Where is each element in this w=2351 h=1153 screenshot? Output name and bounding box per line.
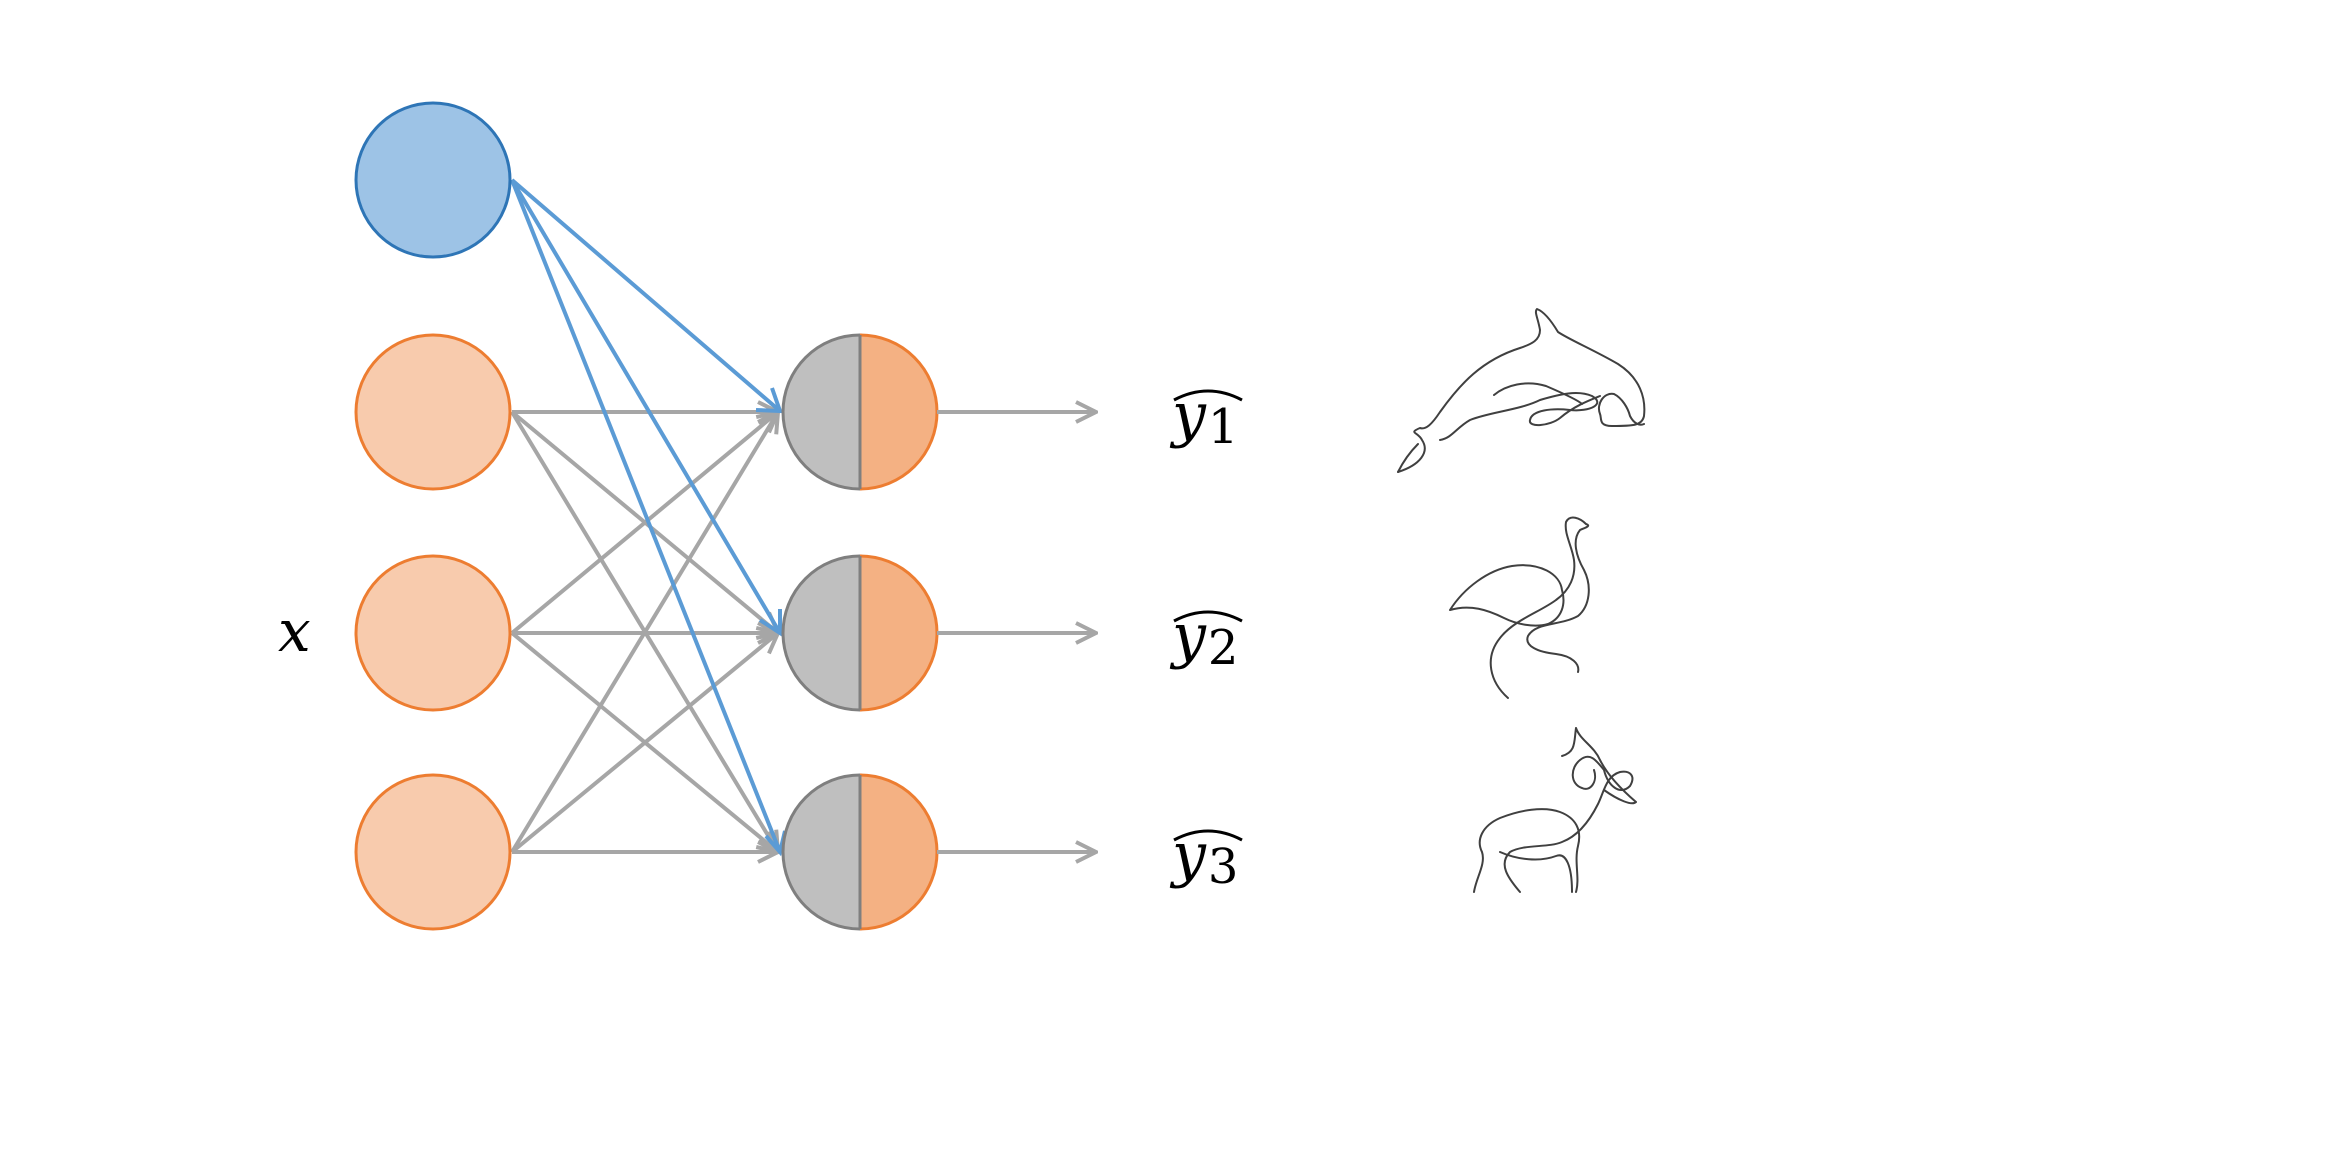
output-label-3: y3 [1169,820,1243,895]
input-node-2 [354,554,512,712]
output-node-3 [781,773,939,931]
hat-2 [1173,610,1243,623]
output-label-2: y2 [1169,601,1243,676]
bird-icon [1449,516,1590,699]
svg-text:y1: y1 [1169,380,1238,455]
edge-bias-out3 [510,179,782,853]
input-label: x [278,597,311,665]
edge-in3-out2 [510,633,778,854]
bias-connections [510,178,787,857]
output-symbol-1: y [1169,380,1207,450]
hat-3 [1173,829,1243,842]
output-layer [781,333,939,931]
input-node-1 [354,333,512,491]
bias-node [354,101,512,259]
output-subscript-2: 2 [1208,620,1239,676]
svg-text:y3: y3 [1169,820,1238,895]
output-subscript-3: 3 [1208,839,1239,895]
output-node-1 [781,333,939,491]
deer-icon [1473,727,1637,893]
edge-bias-out2-head [758,609,782,637]
edge-in3-out1 [510,412,778,854]
edge-bias-out2 [510,178,782,635]
edge-bias-out1 [510,178,782,413]
svg-text:y2: y2 [1169,601,1238,676]
edge-in2-out1 [510,412,778,635]
hat-1 [1173,389,1243,402]
output-node-2 [781,554,939,712]
input-to-output-connections [510,412,778,854]
orca-icon [1397,308,1646,473]
output-label-1: y1 [1169,380,1243,455]
input-node-3 [354,773,512,931]
edge-bias-out1-head [755,387,783,414]
output-arrows [937,412,1096,852]
output-subscript-1: 1 [1208,399,1239,455]
output-symbol-2: y [1169,601,1207,671]
input-layer [354,333,512,931]
output-symbol-3: y [1169,820,1207,890]
